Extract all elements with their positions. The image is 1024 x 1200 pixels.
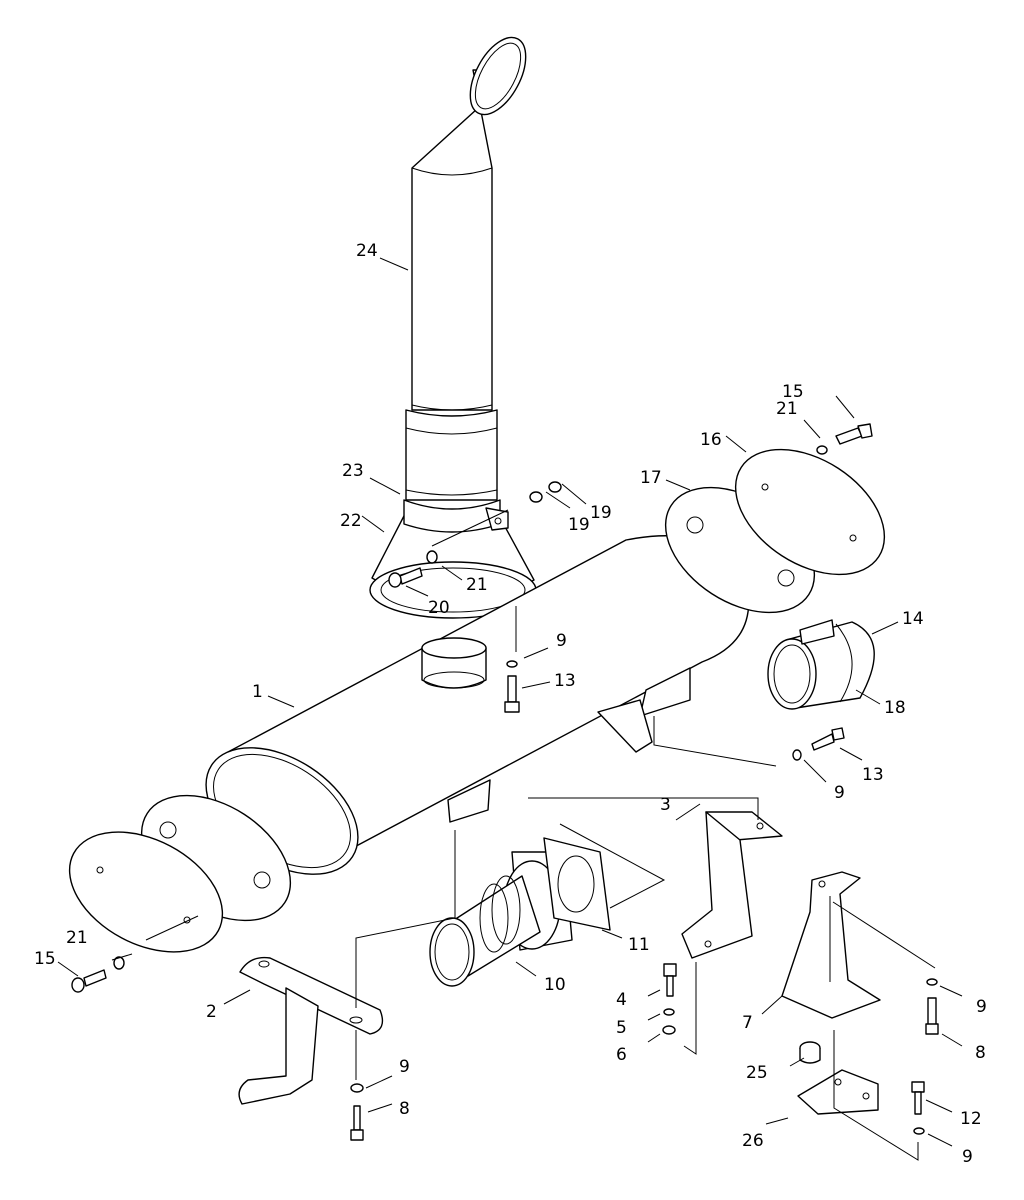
label-14: 14 (902, 609, 924, 629)
bolt-20 (388, 567, 423, 588)
label-9-lower: 9 (399, 1057, 410, 1077)
label-15-left: 15 (34, 949, 56, 969)
label-9-bottom: 9 (962, 1147, 973, 1167)
bolt-13-b (811, 727, 845, 751)
label-leader-lines (57, 257, 963, 1147)
washer-21-top (816, 445, 828, 455)
label-4: 4 (616, 990, 627, 1010)
label-21-left: 21 (66, 928, 88, 948)
bolt-15-top (835, 423, 873, 445)
label-12: 12 (960, 1109, 982, 1129)
label-9-right: 9 (976, 997, 987, 1017)
connecting-sleeve (767, 619, 875, 710)
label-15-top: 15 (782, 382, 804, 402)
label-23: 23 (342, 461, 364, 481)
label-11: 11 (628, 935, 650, 955)
washer-21-left (113, 956, 125, 970)
label-8-lower: 8 (399, 1099, 410, 1119)
bolt-13-a (504, 675, 520, 713)
assembly-guide-lines (145, 509, 936, 1161)
washer-9-e (913, 1127, 925, 1135)
mounting-pad (797, 1069, 879, 1115)
label-9-mid: 9 (834, 783, 845, 803)
label-21-mid: 21 (466, 575, 488, 595)
washer-9-c (350, 1083, 364, 1093)
washer-6 (662, 1025, 676, 1035)
label-7: 7 (742, 1013, 753, 1033)
label-25: 25 (746, 1063, 768, 1083)
part-labels: 1 2 3 4 5 6 7 8 8 9 9 9 9 9 10 11 12 13 … (34, 241, 987, 1167)
washer-9-a (506, 660, 518, 668)
label-5: 5 (616, 1018, 627, 1038)
label-9-upper: 9 (556, 631, 567, 651)
label-10: 10 (544, 975, 566, 995)
bracket-rear (681, 811, 783, 959)
bolt-4 (663, 963, 677, 997)
label-22: 22 (340, 511, 362, 531)
label-3: 3 (660, 795, 671, 815)
outlet-cone (369, 499, 537, 619)
label-6: 6 (616, 1045, 627, 1065)
label-24: 24 (356, 241, 378, 261)
label-19-left: 19 (568, 515, 590, 535)
label-8-right: 8 (975, 1043, 986, 1063)
bolt-15-left (71, 969, 107, 993)
washer-5 (663, 1008, 675, 1016)
label-17: 17 (640, 468, 662, 488)
washer-21-mid (426, 550, 438, 564)
label-1: 1 (252, 682, 263, 702)
support-bracket (781, 871, 881, 1019)
label-16: 16 (700, 430, 722, 450)
nut-19-a (548, 481, 562, 493)
label-13-upper: 13 (554, 671, 576, 691)
washer-9-b (792, 749, 802, 761)
label-26: 26 (742, 1131, 764, 1151)
exhaust-pipe (411, 36, 527, 411)
bolt-8-a (350, 1105, 364, 1141)
bolt-12 (911, 1081, 925, 1115)
bolt-8-b (925, 997, 939, 1035)
washer-9-d (926, 978, 938, 986)
label-2: 2 (206, 1002, 217, 1022)
nut-19-b (529, 491, 543, 503)
flange-gasket (543, 837, 611, 931)
label-20: 20 (428, 598, 450, 618)
label-18: 18 (884, 698, 906, 718)
label-13-right: 13 (862, 765, 884, 785)
bushing (799, 1041, 821, 1064)
bracket-front (238, 956, 384, 1105)
label-21-top: 21 (776, 399, 798, 419)
end-cover-right (734, 448, 886, 576)
label-19-right: 19 (590, 503, 612, 523)
pipe-adapter-sleeve (405, 409, 498, 501)
